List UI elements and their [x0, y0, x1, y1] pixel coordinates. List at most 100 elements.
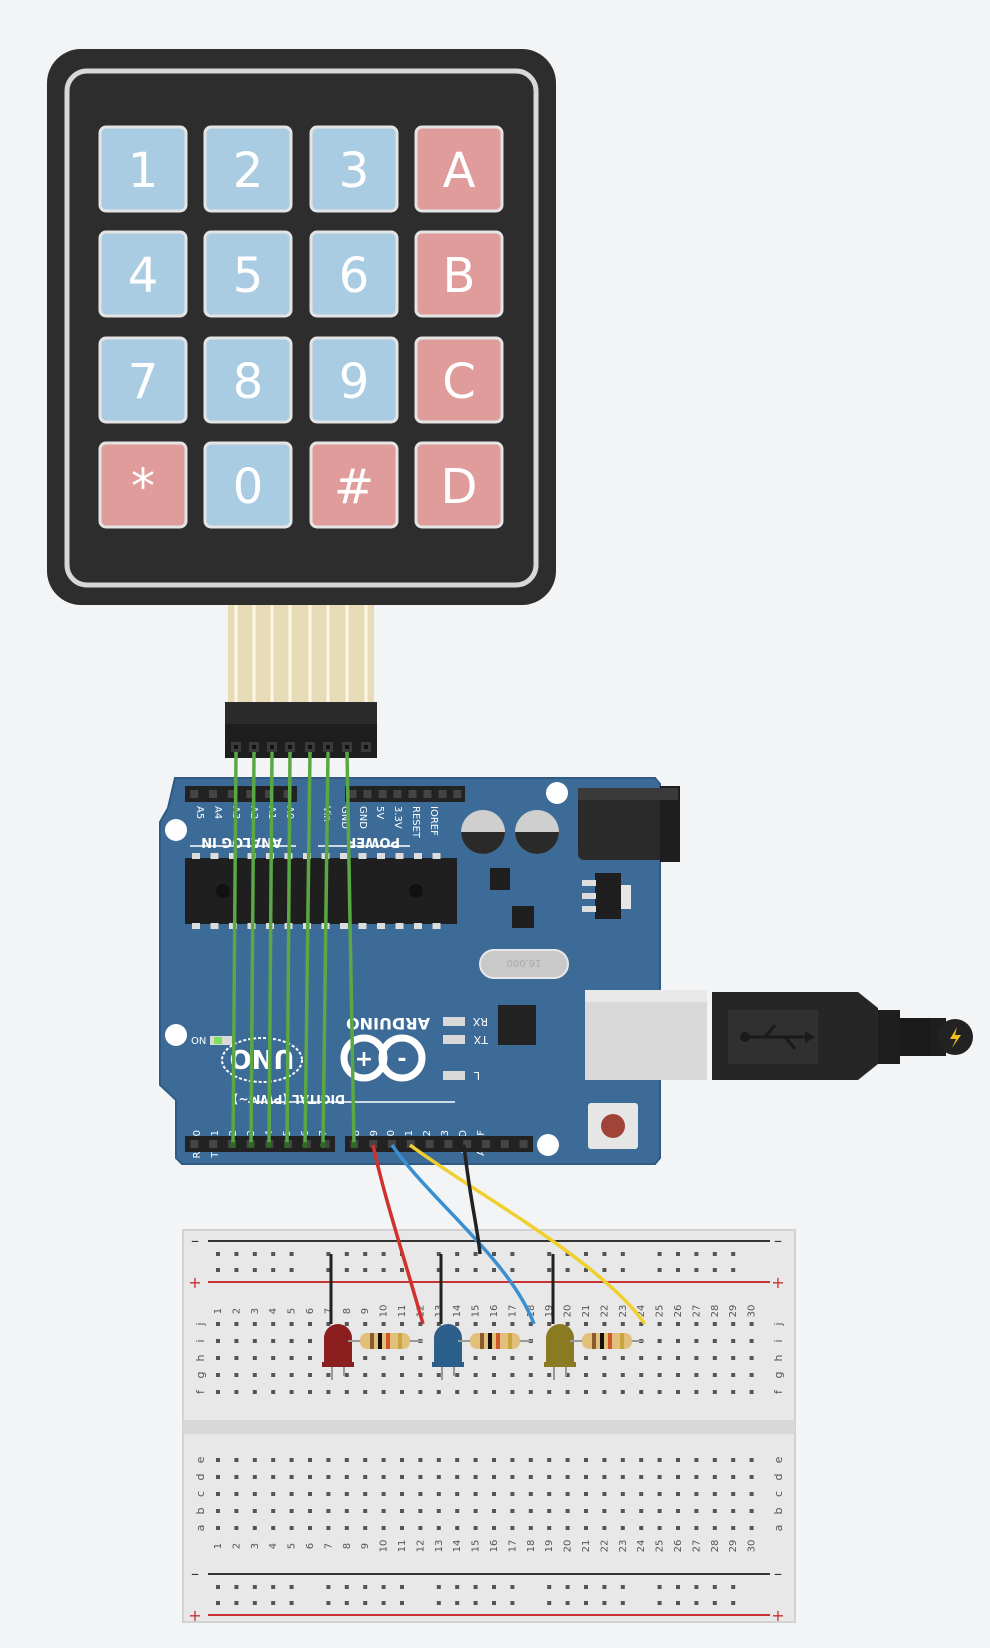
led-blue[interactable]: [432, 1324, 464, 1380]
column-label: 16: [489, 1540, 500, 1553]
lightning-icon: [950, 1027, 961, 1048]
column-label: 10: [379, 1540, 390, 1553]
column-label: 21: [581, 1540, 592, 1553]
column-label: 8: [342, 1543, 353, 1549]
keypad-ribbon-cable: [228, 605, 374, 705]
keypad-wire[interactable]: [231, 751, 238, 1146]
rail-minus-label: –: [774, 1231, 782, 1250]
keypad-wire[interactable]: [267, 751, 274, 1146]
column-label: 11: [397, 1305, 408, 1318]
keypad-wire[interactable]: [249, 751, 256, 1146]
l-label: L: [473, 1069, 480, 1082]
rail-plus-label: +: [771, 1273, 784, 1292]
arduino-logo: UNO + - ARDUINO: [221, 1014, 430, 1083]
keypad-wire[interactable]: [321, 751, 330, 1146]
usb-b-port: [585, 990, 707, 1080]
reset-button[interactable]: [588, 1103, 638, 1149]
keypad-key-label: B: [443, 248, 476, 304]
column-label: 15: [471, 1540, 482, 1553]
row-label: d: [194, 1474, 207, 1481]
rail-minus-label: –: [774, 1564, 782, 1583]
column-label: 2: [231, 1543, 242, 1549]
column-label: 17: [507, 1540, 518, 1553]
on-label: ON: [191, 1036, 206, 1047]
column-label: 22: [599, 1540, 610, 1553]
row-label: f: [772, 1389, 785, 1394]
pin9-wire[interactable]: [371, 1144, 425, 1325]
keypad-key-label: 4: [128, 248, 159, 304]
column-label: 17: [507, 1305, 518, 1318]
column-label: 13: [434, 1540, 445, 1553]
row-label: c: [194, 1491, 207, 1497]
keypad-key[interactable]: 4: [98, 230, 188, 318]
tx-led: [443, 1035, 465, 1044]
keypad-key[interactable]: 5: [203, 230, 293, 318]
row-label: i: [772, 1339, 785, 1342]
column-label: 24: [636, 1305, 647, 1318]
breadboard[interactable]: – – + + – – + + 112233445566778899101011…: [182, 1229, 796, 1625]
keypad-key[interactable]: #: [309, 441, 399, 529]
ground-wire[interactable]: [462, 1144, 482, 1255]
column-label: 25: [655, 1305, 666, 1318]
pin10-wire[interactable]: [390, 1144, 536, 1325]
mounting-hole: [546, 782, 568, 804]
keypad-key-label: *: [131, 459, 155, 515]
pin-label: A5: [194, 806, 205, 819]
voltage-regulator: [595, 873, 621, 919]
column-label: 14: [452, 1540, 463, 1553]
column-label: 5: [287, 1543, 298, 1549]
pin-label: 5V: [374, 806, 385, 819]
column-label: 5: [287, 1308, 298, 1314]
keypad-key[interactable]: *: [98, 441, 188, 529]
keypad-border: [64, 68, 539, 588]
keypad-wire[interactable]: [285, 751, 292, 1146]
crystal-label: 16.000: [507, 957, 542, 968]
keypad-key-label: 9: [339, 354, 370, 410]
keypad-key-label: 8: [233, 354, 264, 410]
pin11-wire[interactable]: [408, 1143, 647, 1326]
column-label: 13: [434, 1305, 445, 1318]
keypad-key[interactable]: 0: [203, 441, 293, 529]
column-label: 18: [526, 1540, 537, 1553]
keypad-key-label: D: [441, 459, 478, 515]
small-chip: [512, 906, 534, 928]
keypad-key[interactable]: D: [414, 441, 504, 529]
led-yellow[interactable]: [544, 1324, 576, 1380]
usb-cable[interactable]: [712, 992, 973, 1080]
keypad-wire[interactable]: [303, 751, 312, 1146]
keypad-key[interactable]: 7: [98, 336, 188, 424]
keypad-wire[interactable]: [345, 751, 356, 1146]
keypad-key[interactable]: C: [414, 336, 504, 424]
mounting-hole: [165, 819, 187, 841]
keypad-key[interactable]: 2: [203, 125, 293, 213]
keypad-key-label: 5: [233, 248, 264, 304]
digital-header-low: [185, 1136, 335, 1152]
l-led: [443, 1071, 465, 1080]
mounting-hole: [537, 1134, 559, 1156]
column-label: 15: [471, 1305, 482, 1318]
led-red[interactable]: [322, 1324, 354, 1380]
keypad-key[interactable]: 1: [98, 125, 188, 213]
analog-header: [185, 786, 297, 802]
keypad-key[interactable]: 3: [309, 125, 399, 213]
keypad-key-label: 1: [128, 143, 159, 199]
resistor[interactable]: [348, 1333, 422, 1349]
keypad-key[interactable]: A: [414, 125, 504, 213]
column-label: 11: [397, 1540, 408, 1553]
resistor[interactable]: [458, 1333, 532, 1349]
keypad-key[interactable]: 9: [309, 336, 399, 424]
pin-label: 8: [351, 1130, 362, 1136]
resistor[interactable]: [570, 1333, 644, 1349]
tx-label: TX: [473, 1033, 489, 1046]
svg-text:-: -: [397, 1047, 406, 1072]
keypad-key[interactable]: 6: [309, 230, 399, 318]
keypad-key[interactable]: B: [414, 230, 504, 318]
keypad-key[interactable]: 8: [203, 336, 293, 424]
row-label: f: [194, 1389, 207, 1394]
column-label: 29: [728, 1305, 739, 1318]
arduino-brand-label: ARDUINO: [346, 1014, 430, 1033]
small-ic: [490, 868, 510, 890]
led-wires: [329, 1143, 647, 1326]
